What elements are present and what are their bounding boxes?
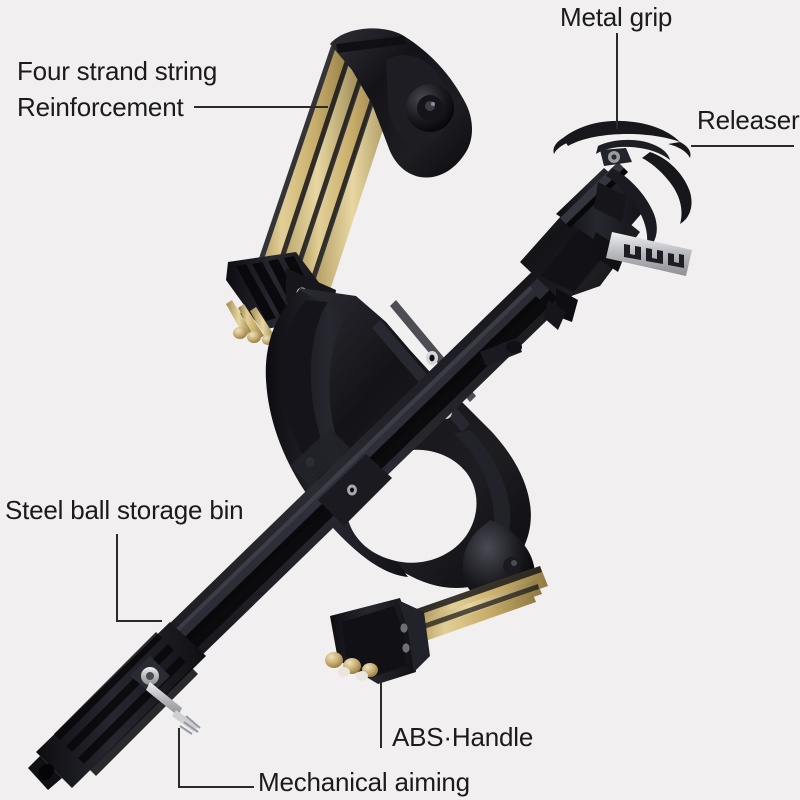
label-four-strand-string: Four strand string [17,56,218,86]
label-steel-ball-storage-bin: Steel ball storage bin [5,495,244,525]
label-releaser: Releaser [697,105,800,135]
mechanical-aiming-sight [130,656,201,735]
rail-spur [480,338,522,366]
leader-line-reinforcement [194,106,328,108]
leader-line-mechanical-aiming-horizontal [178,786,254,788]
release-plate [606,232,692,276]
rubber-band-bundle-upper [239,46,406,330]
metal-grip [553,120,692,224]
leader-line-metal-grip [616,33,618,129]
label-reinforcement: Reinforcement [17,92,184,122]
releaser-lever [544,168,692,330]
lower-band-clamp [325,598,430,684]
leader-line-steel-ball-vertical [116,534,118,622]
leader-line-abs-handle [380,682,382,748]
upper-fork-arm [330,28,472,178]
label-abs-handle: ABS·Handle [392,722,534,752]
leader-line-mechanical-aiming-vertical [178,728,180,788]
band-tails-upper [226,300,276,345]
rubber-band-bundle-lower [396,566,548,650]
rail-body-bracket [290,428,392,526]
leader-line-steel-ball-horizontal [116,620,162,622]
leader-line-releaser [691,145,794,147]
label-metal-grip: Metal grip [560,2,673,32]
label-mechanical-aiming: Mechanical aiming [258,767,470,797]
